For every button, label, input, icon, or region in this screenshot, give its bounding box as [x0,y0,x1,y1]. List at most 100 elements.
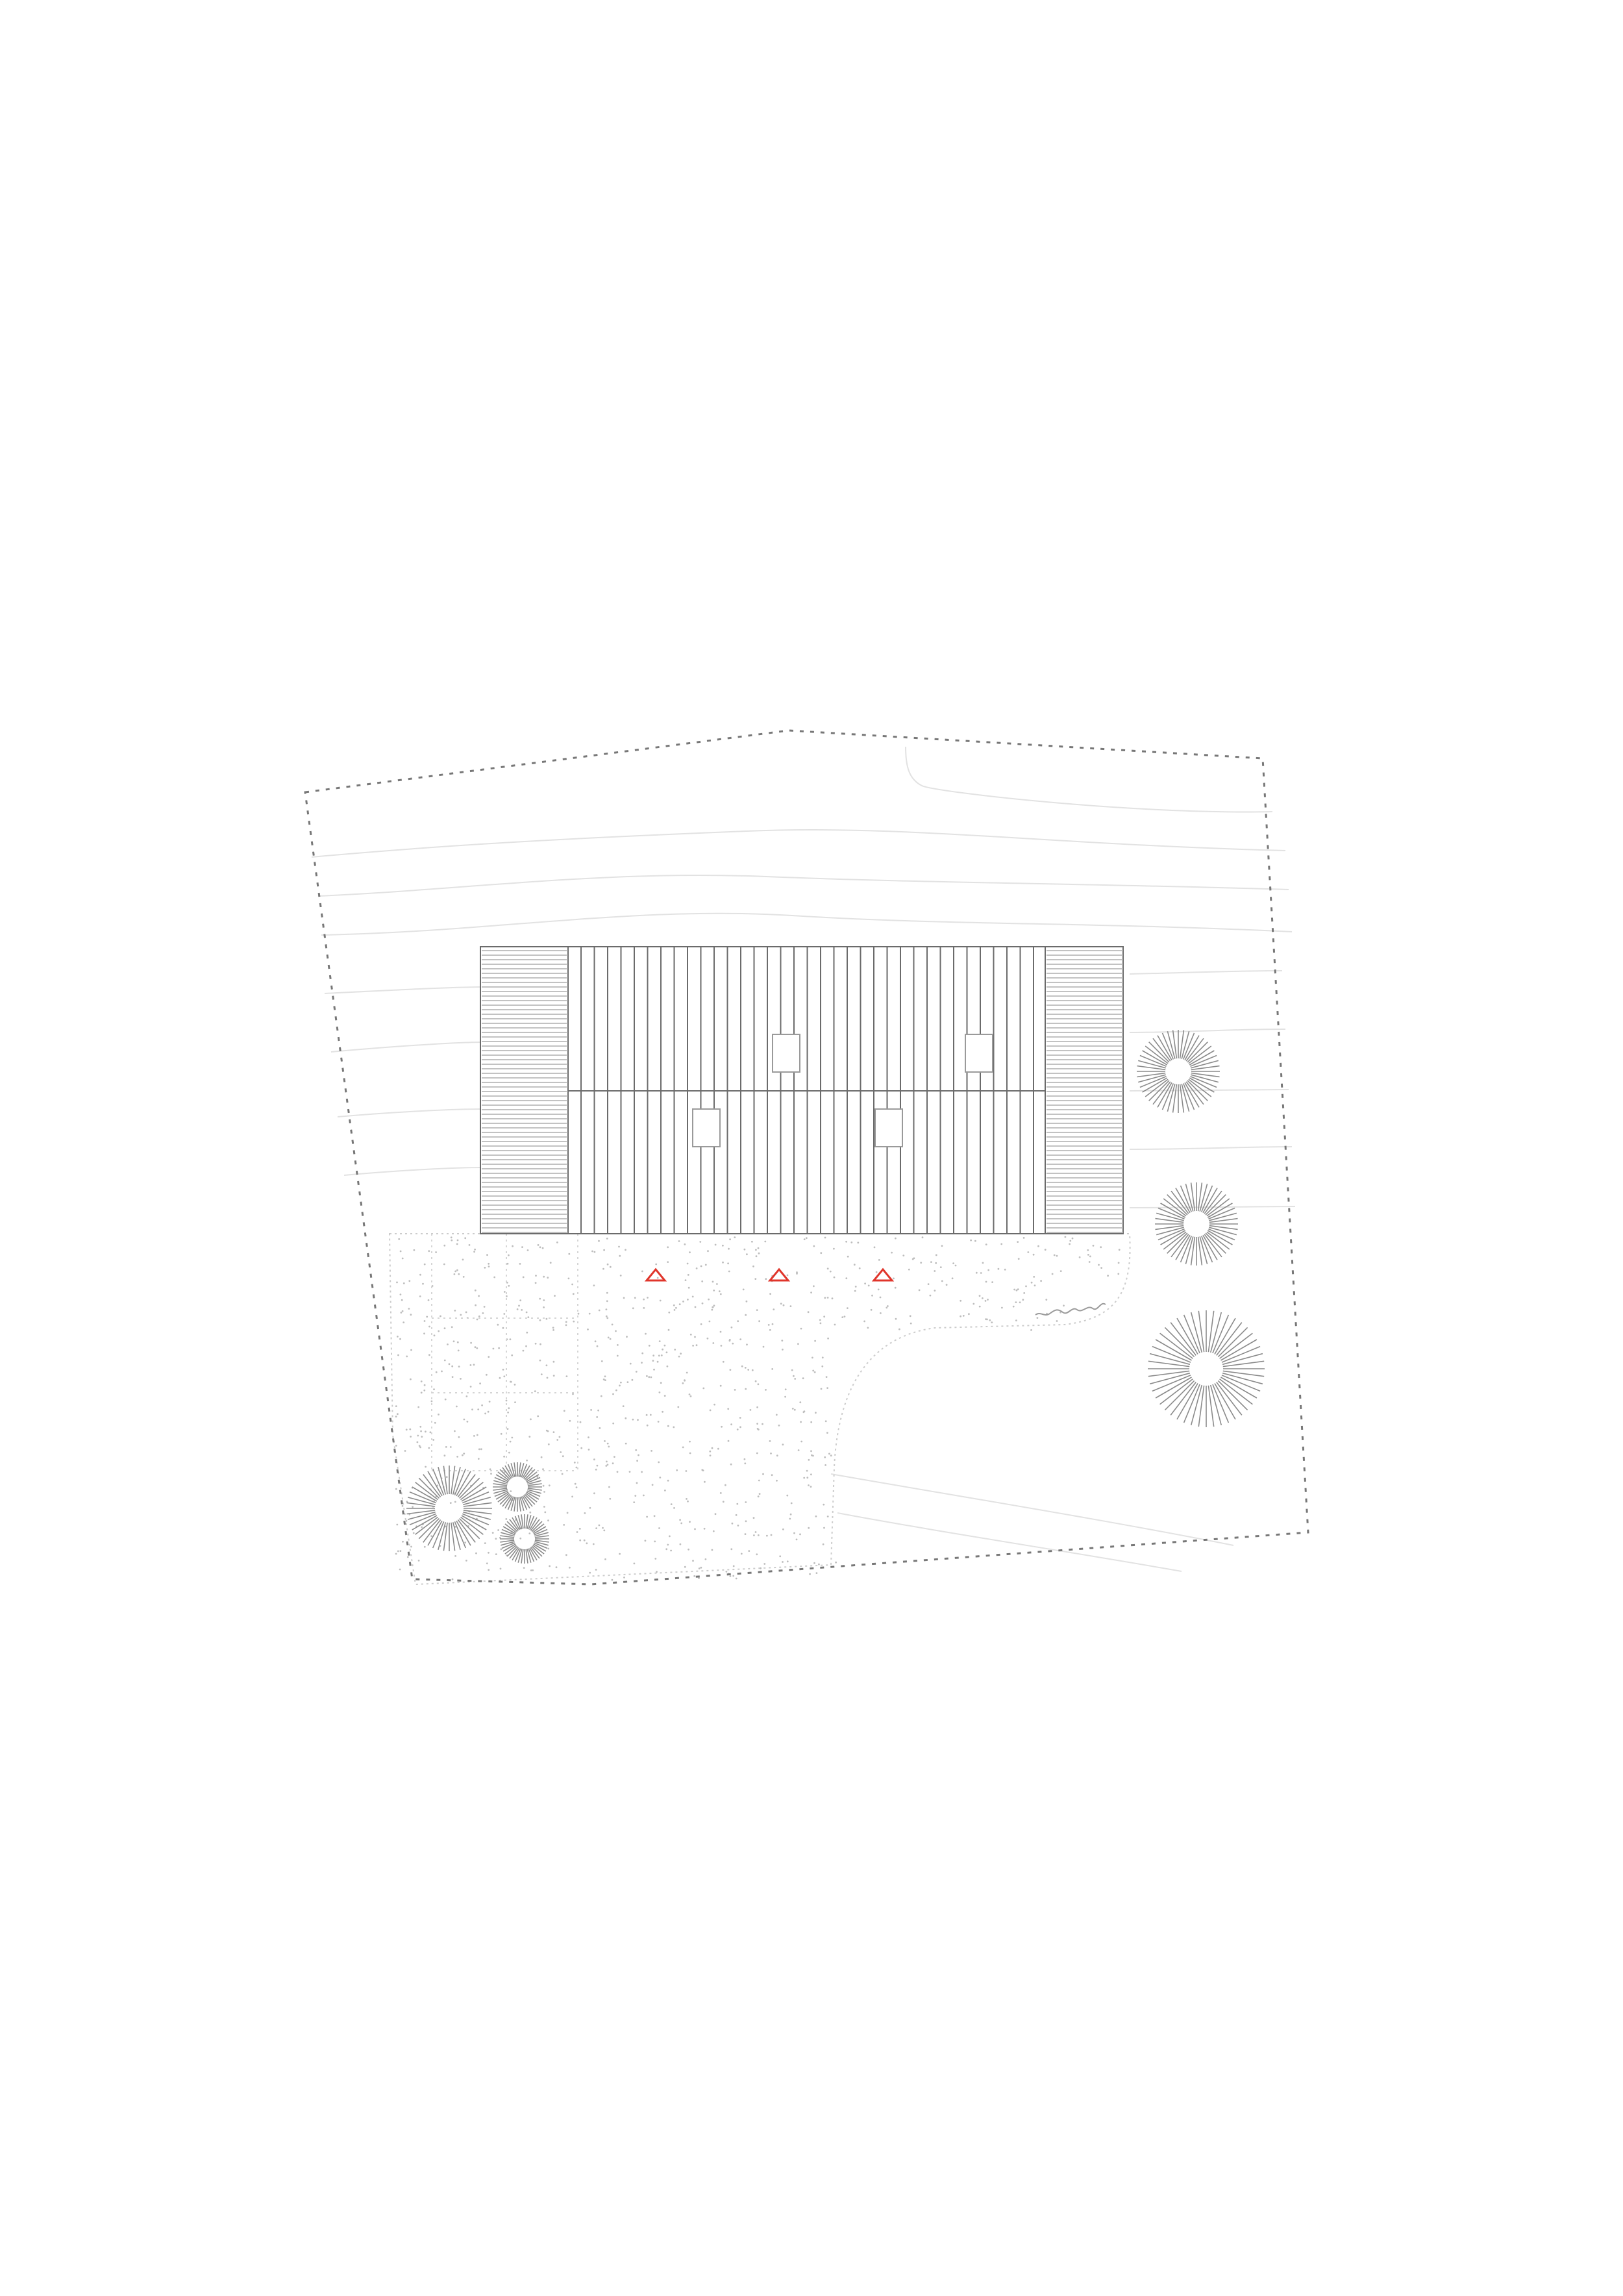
tree-spoke [1199,1183,1208,1212]
stipple-dot [609,1338,612,1340]
stipple-dot [505,1518,508,1520]
tree-spoke [507,1464,514,1478]
stipple-dot [719,1384,722,1387]
stipple-dot [1040,1280,1042,1282]
dormer-window [965,1034,993,1073]
stipple-dot [722,1360,725,1363]
stipple-dot [730,1423,732,1426]
stipple-dot [820,1252,823,1254]
stipple-dot [477,1408,480,1411]
stipple-dot [830,1454,832,1457]
stipple-dot [660,1382,662,1384]
stipple-dot [615,1330,617,1332]
stipple-dot [628,1471,631,1473]
tree-spoke [527,1490,541,1497]
tree-spoke [1167,1194,1188,1216]
stipple-dot [653,1368,655,1371]
tree-icon [1137,1030,1220,1113]
stipple-dot [695,1344,698,1347]
tree-spoke [1161,1032,1174,1060]
stipple-dot [543,1306,545,1308]
stipple-dot [545,1429,548,1432]
stipple-dot [1100,1246,1102,1249]
stipple-dot [486,1254,488,1256]
stipple-dot [765,1278,767,1280]
stipple-dot [688,1393,691,1395]
tree-spoke [1142,1077,1168,1093]
tree-spoke [1182,1032,1195,1060]
stipple-dot [722,1244,724,1247]
tree-spoke [409,1491,437,1504]
stipple-dot [878,1259,880,1261]
stipple-dot [508,1451,510,1454]
stipple-dot [818,1563,820,1566]
stipple-dot [646,1516,648,1518]
stipple-dot [810,1292,812,1293]
tree-spoke [406,1502,436,1507]
tree-spoke [1172,1030,1178,1059]
stipple-dot [829,1270,832,1273]
tree-spoke [493,1480,508,1485]
stipple-dot [542,1468,544,1471]
stipple-dot [952,1262,954,1264]
stipple-dot [643,1307,645,1309]
dormer-window [874,1108,903,1147]
tree-spoke [1163,1198,1187,1217]
stipple-dot [682,1382,684,1384]
stipple-dot [808,1527,810,1529]
stipple-dot [479,1382,481,1385]
stipple-dot [417,1406,420,1408]
stipple-dot [799,1401,802,1404]
contour-line [330,1042,484,1053]
stipple-dot [719,1492,722,1494]
property-boundary [304,729,1309,1586]
stipple-dot [670,1549,672,1552]
stipple-dot [689,1333,692,1336]
stipple-dot [728,1270,730,1273]
stipple-dot [558,1436,561,1438]
stipple-dot [749,1409,752,1411]
stipple-dot [436,1484,439,1487]
tree-spoke [1209,1227,1237,1236]
stipple-dot [675,1306,677,1309]
tree-spoke [1183,1384,1200,1423]
stipple-dot [556,1242,558,1243]
stipple-dot [727,1262,729,1265]
stipple-dot [451,1376,454,1379]
stipple-dot [1015,1301,1017,1303]
stipple-dot [519,1537,522,1540]
stipple-dot [713,1403,715,1406]
tree-spoke [1170,1322,1196,1356]
stipple-dot [488,1569,490,1571]
tree-spoke [1137,1065,1166,1071]
stipple-dot [468,1244,471,1246]
stipple-dot [789,1513,792,1516]
tree-spoke [534,1540,549,1543]
stipple-dot [978,1295,981,1297]
stipple-dot [648,1376,650,1379]
stipple-dot [731,1522,734,1525]
stipple-dot [406,1355,408,1358]
stipple-dot [753,1534,755,1536]
stipple-dot [797,1343,799,1345]
stipple-dot [540,1456,543,1458]
stipple-dot [854,1286,857,1288]
stipple-dot [744,1533,747,1536]
tree-spoke [1185,1183,1194,1212]
stipple-dot [987,1269,990,1271]
tree-spoke [1188,1045,1212,1064]
stipple-dot [1071,1237,1074,1240]
stipple-dot [1087,1249,1089,1251]
stipple-dot [636,1460,638,1462]
stipple-dot [477,1458,480,1460]
stipple-dot [420,1430,422,1432]
stipple-dot [480,1448,482,1451]
tree-spoke [493,1483,508,1486]
stipple-dot [758,1252,760,1254]
tree-spoke [530,1547,540,1559]
stipple-dot [547,1547,550,1550]
stipple-dot [593,1251,596,1253]
tree-spoke [463,1497,491,1506]
stipple-dot [595,1468,597,1471]
stipple-dot [413,1249,415,1251]
